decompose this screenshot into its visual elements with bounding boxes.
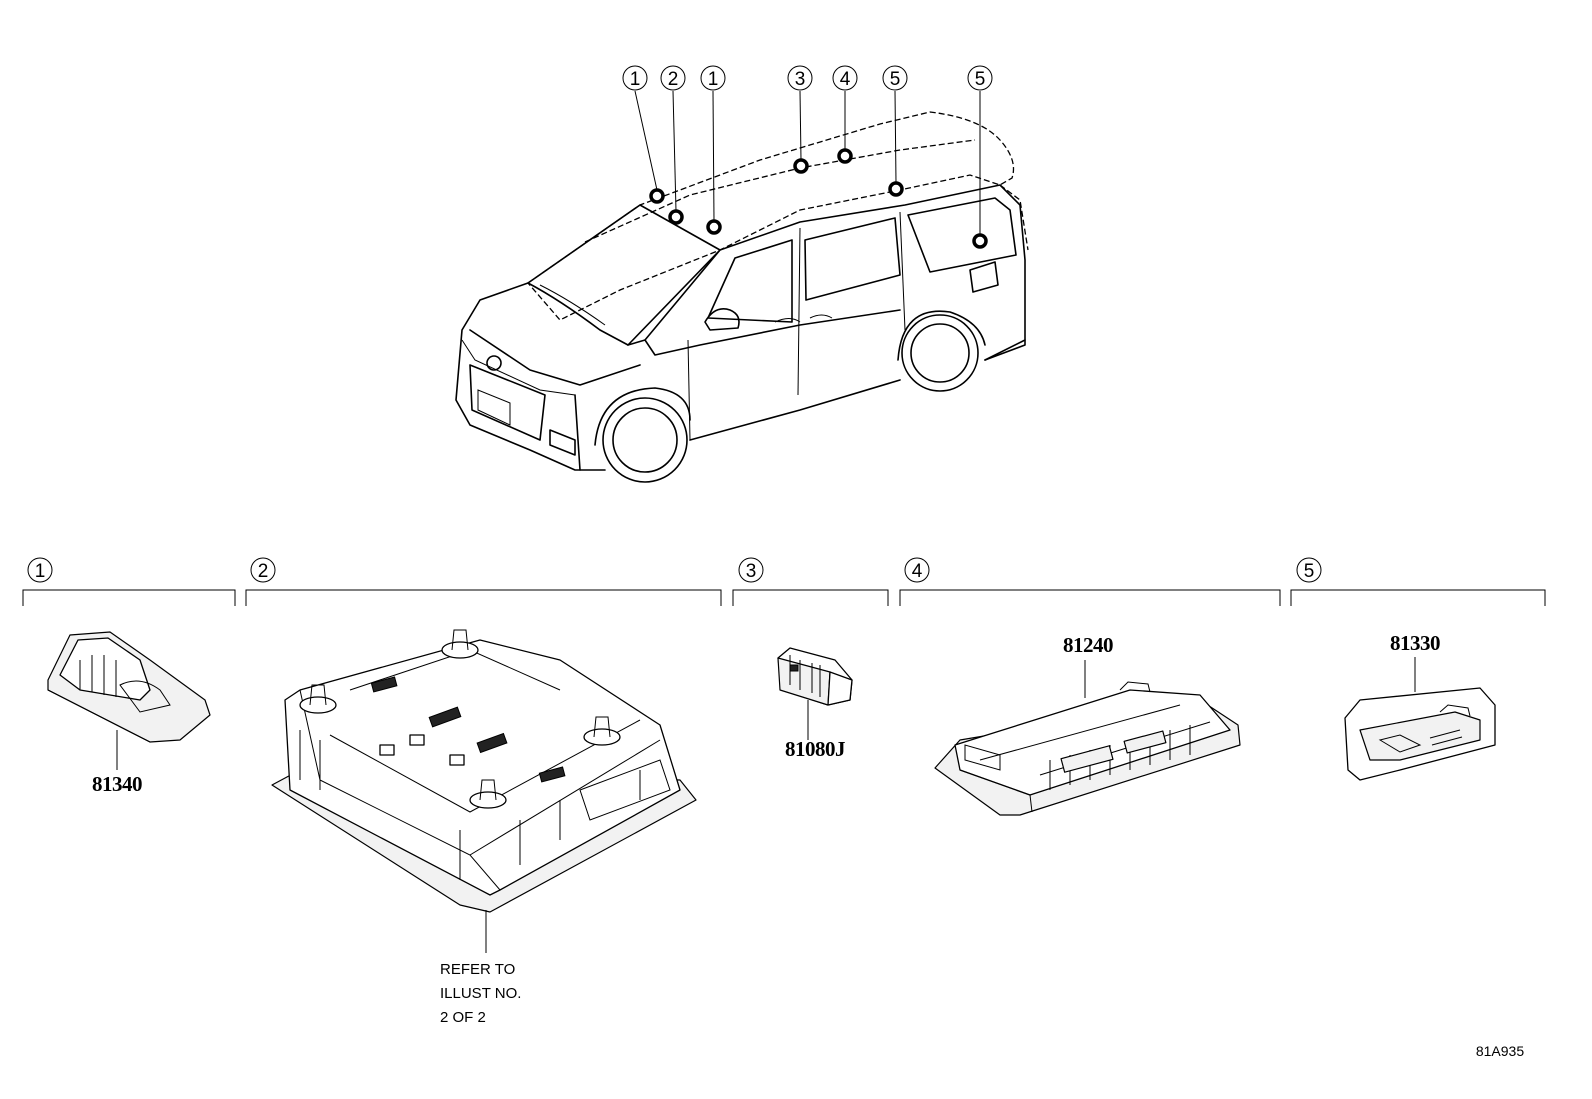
location-dot: [668, 209, 684, 225]
location-dot: [706, 219, 722, 235]
group-4-marker: [904, 557, 930, 583]
part-81340-illustration: [47, 631, 211, 743]
location-dot: [972, 233, 988, 249]
svg-text:3: 3: [795, 69, 806, 90]
part-number-81340: 81340: [92, 772, 142, 796]
refer-note: REFER TO ILLUST NO. 2 OF 2: [440, 961, 521, 1026]
group-2-bracket: [245, 589, 722, 606]
vehicle-callout: 1: [700, 65, 726, 91]
group-4-label: 4: [912, 561, 923, 582]
vehicle-callout: 3: [787, 65, 813, 91]
group-5: 5: [1290, 557, 1546, 606]
svg-text:REFER TO: REFER TO: [440, 961, 515, 978]
group-5-marker: [1296, 557, 1322, 583]
vehicle-callout: 4: [832, 65, 858, 91]
location-dot: [837, 148, 853, 164]
vehicle-illustration: [455, 90, 1029, 483]
illustration-code: 81A935: [1476, 1043, 1524, 1059]
group-1-bracket: [22, 589, 236, 606]
vehicle-callout: 5: [882, 65, 908, 91]
svg-text:ILLUST NO.: ILLUST NO.: [440, 985, 521, 1002]
vehicle-callout: 2: [660, 65, 686, 91]
svg-text:2: 2: [668, 69, 679, 90]
group-2-label: 2: [258, 561, 269, 582]
part-81080j-illustration: [777, 647, 853, 706]
part-number-81080j: 81080J: [785, 737, 845, 761]
location-dot: [649, 188, 665, 204]
vehicle-callout: 5: [967, 65, 993, 91]
part-81330-illustration: [1344, 687, 1496, 781]
group-3-marker: [738, 557, 764, 583]
location-dot: [888, 181, 904, 197]
group-1-marker: [27, 557, 53, 583]
svg-text:2 OF 2: 2 OF 2: [440, 1009, 486, 1026]
group-3-label: 3: [746, 561, 757, 582]
group-4: 4: [899, 557, 1281, 606]
group-2: 2: [245, 557, 722, 606]
svg-text:5: 5: [975, 69, 986, 90]
part-number-81330: 81330: [1390, 631, 1440, 655]
svg-text:4: 4: [840, 69, 851, 90]
group-5-label: 5: [1304, 561, 1315, 582]
group-5-bracket: [1290, 589, 1546, 606]
group-3-bracket: [732, 589, 889, 606]
vehicle-callout: 1: [622, 65, 648, 91]
svg-text:5: 5: [890, 69, 901, 90]
svg-text:1: 1: [630, 69, 641, 90]
group-1: 1: [22, 557, 236, 606]
part-81240-illustration: [934, 681, 1241, 816]
svg-text:1: 1: [708, 69, 719, 90]
group-2-marker: [250, 557, 276, 583]
part-overhead-console-illustration: [271, 629, 697, 913]
group-4-bracket: [899, 589, 1281, 606]
group-3: 3: [732, 557, 889, 606]
location-dot: [793, 158, 809, 174]
group-1-label: 1: [35, 561, 46, 582]
part-number-81240: 81240: [1063, 633, 1113, 657]
